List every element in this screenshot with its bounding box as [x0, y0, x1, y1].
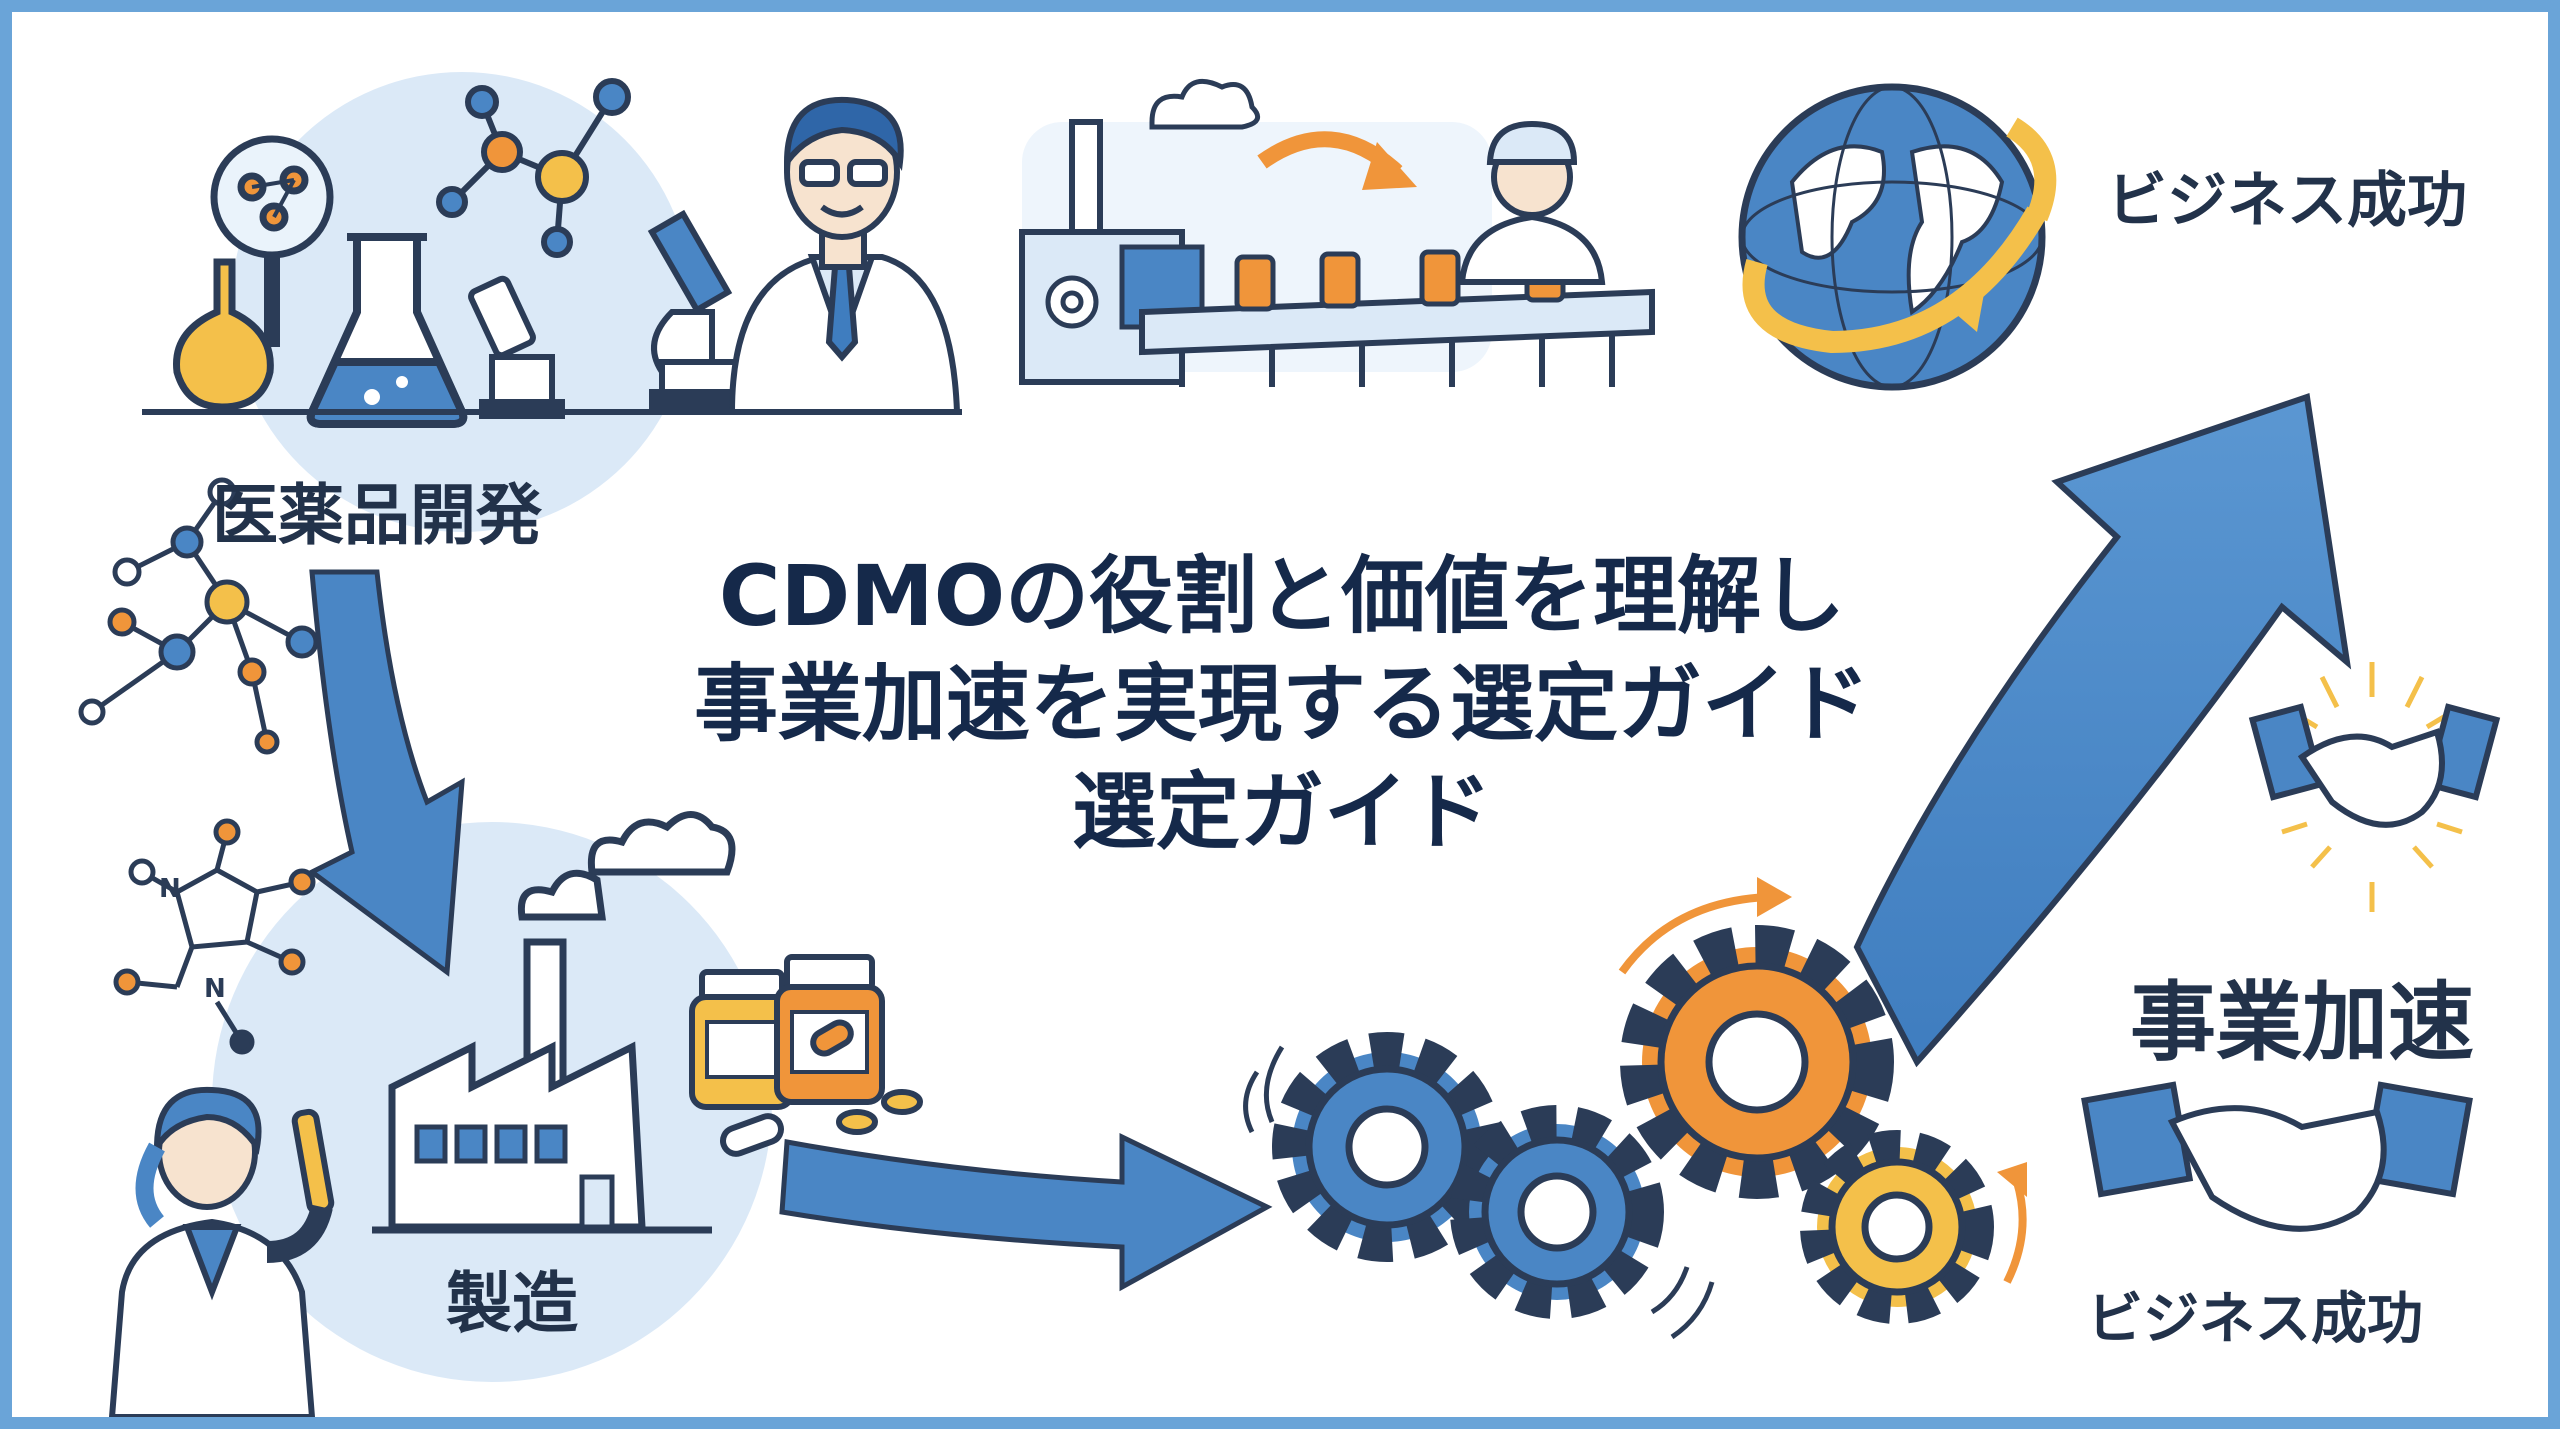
researcher-icon	[108, 1086, 335, 1417]
gears-group	[1243, 877, 2027, 1340]
molecule-icon	[78, 477, 319, 755]
svg-text:N: N	[204, 974, 226, 1004]
svg-text:N: N	[159, 874, 181, 904]
globe-icon	[1738, 83, 2057, 391]
cloud-icon	[1149, 78, 1261, 130]
production-line-scene	[1019, 78, 1655, 387]
lab-scene	[142, 78, 962, 428]
gear-icon	[1450, 1105, 1664, 1319]
chimney	[1069, 119, 1103, 235]
page-title: CDMOの役割と価値を理解し 事業加速を実現する選定ガイド 選定ガイド	[612, 542, 1952, 866]
label-business-acceleration: 事業加速	[2130, 973, 2474, 1073]
ring-molecule-icon	[113, 818, 316, 1055]
gear-icon	[1800, 1130, 1994, 1324]
erlenmeyer-flask-icon	[306, 233, 468, 428]
title-line-3: 選定ガイド	[1071, 763, 1492, 861]
gear-icon	[1620, 925, 1894, 1199]
handshake-icon	[2248, 662, 2501, 912]
title-line-2: 事業加速を実現する選定ガイド	[693, 655, 1870, 753]
handshake-icon	[2081, 1081, 2473, 1232]
label-business-success-top: ビジネス成功	[2107, 166, 2467, 236]
gear-icon	[1272, 1032, 1502, 1262]
label-drug-development: 医薬品開発	[212, 477, 542, 554]
label-manufacturing: 製造	[446, 1265, 578, 1342]
growth-arrow-up	[1853, 393, 2352, 1068]
flow-arrow-right	[779, 1133, 1273, 1292]
label-business-success-bottom: ビジネス成功	[2087, 1287, 2423, 1352]
title-line-1: CDMOの役割と価値を理解し	[718, 547, 1846, 645]
scientist-icon	[728, 96, 961, 415]
round-flask-icon	[173, 258, 274, 411]
factory-icon	[372, 811, 736, 1234]
molecule-icon	[436, 78, 631, 258]
worker-icon	[1458, 120, 1606, 285]
illustration-canvas: N N	[78, 72, 2501, 1417]
magnifier-icon	[210, 135, 334, 347]
gear-icon	[1045, 275, 1099, 329]
medicine-bottle-icon	[689, 954, 923, 1157]
flow-arrow-down	[307, 569, 465, 977]
